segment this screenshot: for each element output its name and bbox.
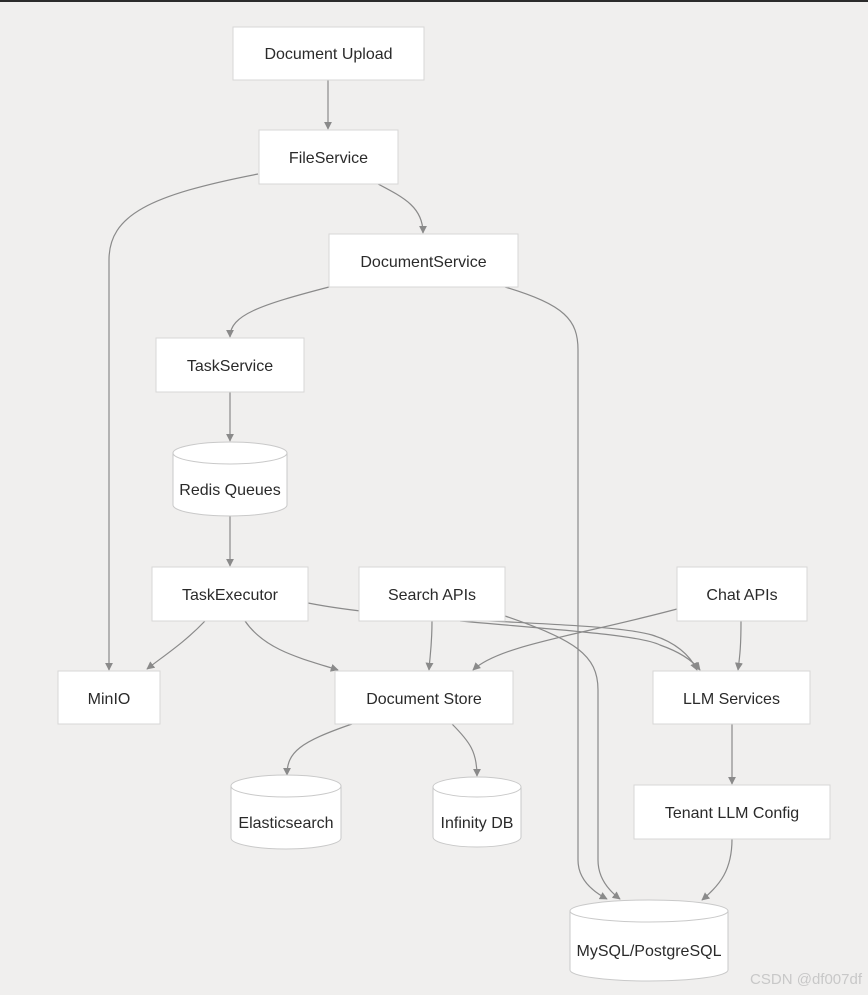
node-document-store[interactable]: Document Store — [334, 670, 514, 725]
node-label: TaskService — [187, 358, 273, 375]
edge-documentstore-to-infinitydb — [451, 723, 481, 777]
edge-documentservice-to-taskservice — [226, 286, 330, 338]
edge-documentstore-to-elasticsearch — [283, 723, 353, 776]
edge-chatapis-to-documentstore — [472, 608, 678, 671]
node-label: Infinity DB — [441, 815, 514, 832]
node-document-service[interactable]: DocumentService — [328, 233, 519, 288]
node-document-upload[interactable]: Document Upload — [232, 26, 425, 81]
node-label: Redis Queues — [179, 482, 280, 499]
node-redis-queues[interactable]: Redis Queues — [172, 441, 288, 517]
node-minio[interactable]: MinIO — [57, 670, 161, 725]
edge-fileservice-to-documentservice — [377, 183, 427, 234]
edge-taskexecutor-to-minio — [146, 620, 206, 670]
node-task-executor[interactable]: TaskExecutor — [151, 566, 309, 622]
node-llm-services[interactable]: LLM Services — [652, 670, 811, 725]
node-label: MinIO — [88, 691, 131, 708]
node-chat-apis[interactable]: Chat APIs — [676, 566, 808, 622]
top-border — [0, 0, 868, 2]
node-label: Document Store — [366, 691, 482, 708]
node-label: DocumentService — [360, 254, 486, 271]
edge-taskexecutor-to-documentstore — [244, 620, 339, 672]
edge-fileservice-to-minio — [105, 173, 259, 671]
node-label: LLM Services — [683, 691, 780, 708]
node-label: Elasticsearch — [238, 815, 333, 832]
node-tenant-llm-config[interactable]: Tenant LLM Config — [633, 784, 831, 840]
node-elasticsearch[interactable]: Elasticsearch — [230, 774, 342, 850]
node-infinity-db[interactable]: Infinity DB — [432, 776, 522, 848]
node-mysql-postgresql[interactable]: MySQL/PostgreSQL — [569, 899, 729, 982]
edge-documentservice-to-mysql — [504, 286, 608, 900]
node-label: FileService — [289, 150, 368, 167]
node-label: Document Upload — [264, 46, 392, 63]
edge-chatapis-to-llmservices — [734, 620, 743, 671]
node-label: MySQL/PostgreSQL — [577, 943, 722, 960]
edge-searchapis-to-llmservices — [459, 620, 701, 671]
node-label: Tenant LLM Config — [665, 805, 799, 822]
node-task-service[interactable]: TaskService — [155, 337, 305, 393]
watermark: CSDN @df007df — [750, 971, 862, 988]
edges — [105, 80, 743, 901]
node-file-service[interactable]: FileService — [258, 129, 399, 185]
edge-tenantllmconfig-to-mysql — [701, 838, 733, 901]
edge-searchapis-to-documentstore — [425, 620, 434, 671]
node-label: Search APIs — [388, 587, 476, 604]
node-label: TaskExecutor — [182, 587, 279, 604]
edge-searchapis-to-mysql — [504, 615, 621, 900]
node-search-apis[interactable]: Search APIs — [358, 566, 506, 622]
node-label: Chat APIs — [706, 587, 777, 604]
